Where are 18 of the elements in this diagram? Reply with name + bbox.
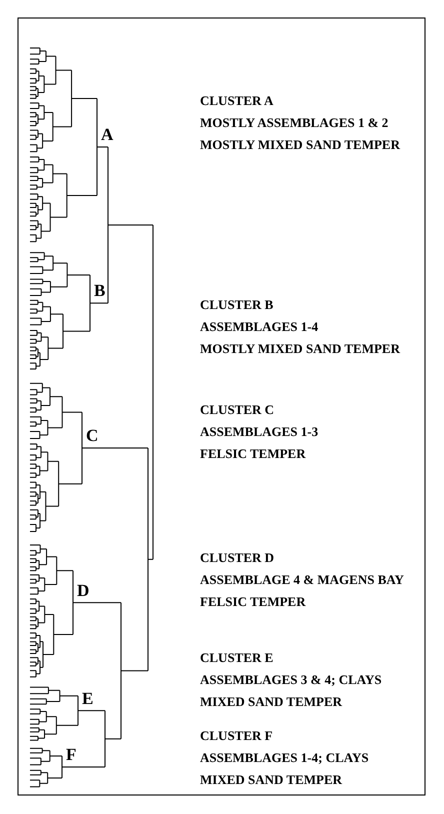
cluster-heading: CLUSTER A [200,93,274,108]
cluster-heading: CLUSTER D [200,550,274,565]
cluster-description: FELSIC TEMPER [200,594,306,609]
cluster-description: ASSEMBLAGES 1-4; CLAYS [200,750,369,765]
cluster-description: FELSIC TEMPER [200,446,306,461]
cluster-description: MOSTLY ASSEMBLAGES 1 & 2 [200,115,388,130]
cluster-heading: CLUSTER E [200,650,274,665]
cluster-description: ASSEMBLAGES 1-3 [200,424,318,439]
cluster-description: MOSTLY MIXED SAND TEMPER [200,341,400,356]
cluster-heading: CLUSTER F [200,728,273,743]
cluster-description: MIXED SAND TEMPER [200,694,342,709]
cluster-heading: CLUSTER C [200,402,274,417]
cluster-description: MIXED SAND TEMPER [200,772,342,787]
cluster-description: MOSTLY MIXED SAND TEMPER [200,137,400,152]
cluster-description: ASSEMBLAGES 1-4 [200,319,318,334]
cluster-description: ASSEMBLAGES 3 & 4; CLAYS [200,672,382,687]
cluster-heading: CLUSTER B [200,297,274,312]
cluster-description: ASSEMBLAGE 4 & MAGENS BAY [200,572,404,587]
